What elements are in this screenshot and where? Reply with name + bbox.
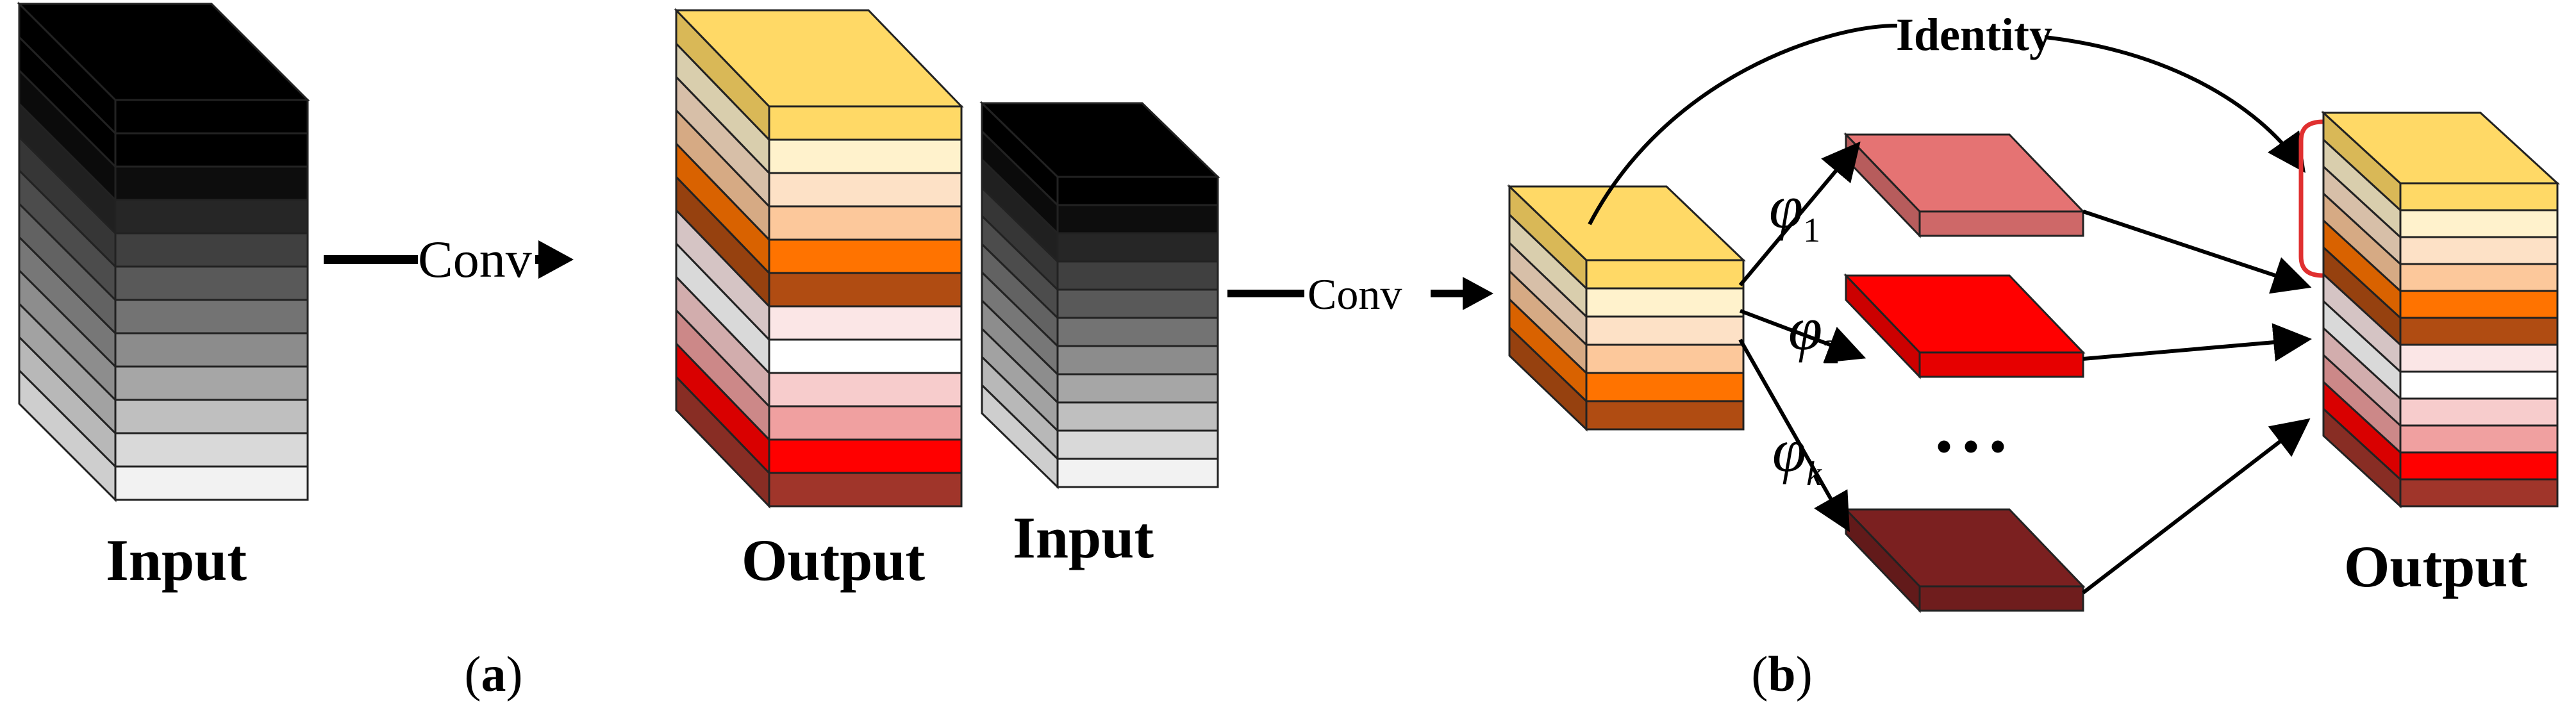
a-input-layer-0 [114, 465, 309, 501]
a-output-layer-0 [768, 472, 963, 508]
phik-branch-arrow [1738, 338, 1850, 533]
b-input-layer-4 [1056, 345, 1219, 376]
identity-curve-right [2044, 35, 2306, 173]
b-input-layer-8 [1056, 232, 1219, 263]
b-output-layer-6 [2399, 317, 2559, 346]
panel-a-conv-arrow [324, 240, 574, 279]
a-input-layer-3 [114, 365, 309, 401]
a-input-layer-8 [114, 199, 309, 235]
b-feature-layer-2 [1585, 343, 1745, 374]
b-output-layer-9 [2399, 236, 2559, 265]
b-output-layer-3 [2399, 397, 2559, 427]
phi2-label: φ2 [1788, 294, 1840, 371]
a-output-layer-11 [768, 105, 963, 141]
b-input-layer-5 [1056, 317, 1219, 347]
b-input-layer-0 [1056, 458, 1219, 488]
ghost2-output-arrow [2082, 323, 2312, 362]
a-input-layer-9 [114, 165, 309, 201]
panel-a-conv-label: Conv [418, 230, 532, 288]
b-output-top-face [2321, 112, 2560, 185]
b-input-layer-9 [1056, 204, 1219, 235]
a-output-layer-10 [768, 138, 963, 174]
a-input-layer-2 [114, 399, 309, 434]
b-output-layer-10 [2399, 209, 2559, 238]
b-input-layer-2 [1056, 401, 1219, 432]
b-output-layer-0 [2399, 478, 2559, 508]
panel-b-caption: (b) [1751, 646, 1812, 702]
b-input-layer-3 [1056, 373, 1219, 404]
b-input-layer-1 [1056, 429, 1219, 460]
a-output-layer-1 [768, 438, 963, 474]
panel-b: Input Conv Identity φ1 φ2 φk • • • Outpu… [979, 9, 2560, 702]
b-feature-layer-5 [1585, 259, 1745, 290]
b-output-layer-8 [2399, 263, 2559, 292]
b-feature-layer-3 [1585, 315, 1745, 346]
a-output-layer-5 [768, 305, 963, 341]
panel-b-input-stack [979, 101, 1220, 490]
b-input-layer-10 [1056, 176, 1219, 206]
b-output-layer-2 [2399, 424, 2559, 454]
a-input-layer-5 [114, 299, 309, 335]
phik-label: φk [1772, 416, 1822, 493]
panel-a-caption: (a) [465, 646, 523, 702]
ghost-map-2-front [1918, 585, 2084, 612]
a-output-top-face [674, 9, 964, 108]
panel-a: Input Conv Output (a) [17, 1, 964, 702]
panel-b-conv-arrow [1227, 277, 1493, 310]
a-input-layer-7 [114, 232, 309, 268]
panel-a-input-label: Input [106, 527, 247, 593]
a-output-layer-4 [768, 338, 963, 374]
a-output-layer-6 [768, 272, 963, 308]
panel-a-input-stack [17, 1, 310, 502]
a-output-layer-2 [768, 405, 963, 441]
a-input-layer-11 [114, 99, 309, 135]
panel-b-output-stack [2321, 110, 2560, 509]
identity-bracket [2298, 119, 2324, 278]
b-output-layer-5 [2399, 343, 2559, 373]
a-output-layer-8 [768, 205, 963, 241]
b-feature-layer-4 [1585, 287, 1745, 318]
panel-b-input-label: Input [1013, 505, 1154, 570]
panel-b-ghost-maps [1843, 132, 2086, 613]
b-output-layer-7 [2399, 290, 2559, 319]
phi1-label: φ1 [1769, 172, 1820, 249]
phi1-branch-arrow [1738, 141, 1861, 286]
b-output-layer-4 [2399, 370, 2559, 400]
b-input-layer-6 [1056, 288, 1219, 319]
ghostk-output-arrow [2082, 418, 2311, 595]
identity-label: Identity [1896, 9, 2052, 60]
a-input-layer-1 [114, 432, 309, 468]
b-feature-layer-1 [1585, 372, 1745, 402]
a-output-layer-9 [768, 172, 963, 208]
panel-a-output-label: Output [742, 527, 926, 593]
identity-curve [1588, 24, 1898, 226]
ghost1-output-arrow [2082, 210, 2312, 294]
ellipsis-dots: • • • [1936, 422, 2006, 472]
b-output-layer-1 [2399, 451, 2559, 481]
a-output-layer-7 [768, 238, 963, 274]
b-output-layer-11 [2399, 182, 2559, 211]
panel-b-output-label: Output [2344, 534, 2528, 599]
a-output-layer-3 [768, 372, 963, 408]
phi2-branch-arrow [1739, 309, 1866, 363]
a-input-layer-6 [114, 265, 309, 301]
panel-b-feature-block [1507, 184, 1746, 432]
a-input-layer-10 [114, 132, 309, 168]
a-input-top-face [17, 3, 310, 101]
b-input-top-face [979, 102, 1220, 178]
panel-a-output-stack [674, 8, 964, 509]
b-feature-layer-0 [1585, 400, 1745, 431]
ghost-map-0-front [1918, 210, 2084, 237]
ghost-map-1-front [1918, 351, 2084, 378]
panel-b-conv-label: Conv [1308, 270, 1402, 318]
a-input-layer-4 [114, 332, 309, 368]
b-input-layer-7 [1056, 260, 1219, 291]
